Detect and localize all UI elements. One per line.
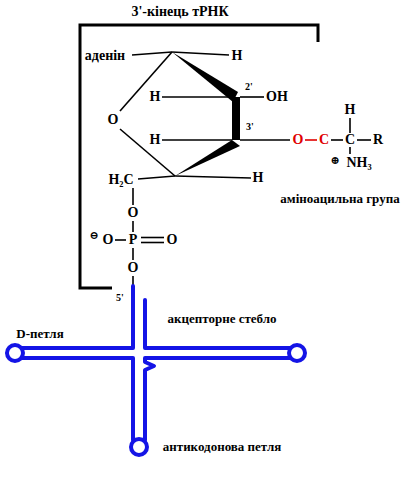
bond	[331, 139, 343, 141]
atom-label: O	[103, 233, 114, 247]
part-label: D-петля	[16, 327, 63, 340]
bond	[120, 52, 172, 111]
bracket	[80, 25, 318, 288]
part-label: акцепторне стебло	[167, 312, 276, 325]
position-number: 2'	[245, 82, 253, 92]
part-label: антикодонова петля	[163, 440, 281, 453]
t-loop	[289, 345, 305, 361]
charge-symbol: ⊖	[89, 230, 98, 241]
atom-label: H₂C	[108, 173, 133, 187]
atom-label: O	[128, 206, 139, 220]
trna-cloverleaf	[7, 286, 305, 455]
bond	[132, 221, 134, 232]
atom-label: P	[129, 233, 138, 247]
bond	[172, 52, 229, 55]
bonds	[115, 52, 371, 286]
bond	[305, 139, 317, 141]
atom-label: NH₃	[346, 156, 371, 170]
atom-label: O	[128, 261, 139, 275]
bond	[349, 147, 351, 154]
atom-label: O	[293, 133, 304, 147]
atom-label: O	[108, 113, 119, 127]
bond	[132, 248, 134, 260]
bond	[162, 96, 232, 98]
bracket-title: 3'-кінець тРНК	[131, 5, 228, 19]
position-number: 5'	[116, 293, 124, 303]
atom-label: C	[345, 133, 355, 147]
wedge-bond	[175, 140, 240, 176]
trna-strand	[22, 358, 133, 440]
bond	[162, 139, 232, 141]
atom-label: OH	[266, 90, 288, 104]
bond	[240, 96, 264, 98]
wedge-bond	[172, 52, 238, 102]
atom-label: H	[253, 171, 264, 185]
bond	[138, 176, 175, 179]
bond	[357, 139, 371, 141]
trna-strand	[145, 358, 290, 440]
bond	[132, 52, 172, 55]
d-loop	[7, 345, 23, 361]
atom-label: H	[345, 103, 356, 117]
position-number: 3'	[246, 122, 254, 132]
atom-label: C	[319, 133, 329, 147]
bond	[115, 239, 126, 241]
atom-label: R	[373, 133, 383, 147]
atom-label: H	[150, 90, 161, 104]
bond	[141, 237, 164, 239]
anticodon-loop	[131, 439, 147, 455]
trna-strand	[145, 300, 290, 348]
bracket-line	[80, 25, 318, 288]
atom-label: H	[232, 49, 243, 63]
bond	[349, 118, 351, 133]
wedge-bonds	[172, 52, 240, 176]
charge-symbol: ⊕	[330, 155, 339, 166]
bond	[141, 242, 164, 244]
bond	[120, 129, 175, 176]
wedge-bond	[232, 97, 240, 140]
group-label: аміноацильна група	[280, 192, 399, 205]
atom-label: O	[167, 233, 178, 247]
bond	[175, 176, 251, 178]
base-label: аденін	[85, 49, 125, 63]
bond	[240, 139, 290, 141]
atom-label: H	[150, 133, 161, 147]
bond	[132, 188, 134, 205]
